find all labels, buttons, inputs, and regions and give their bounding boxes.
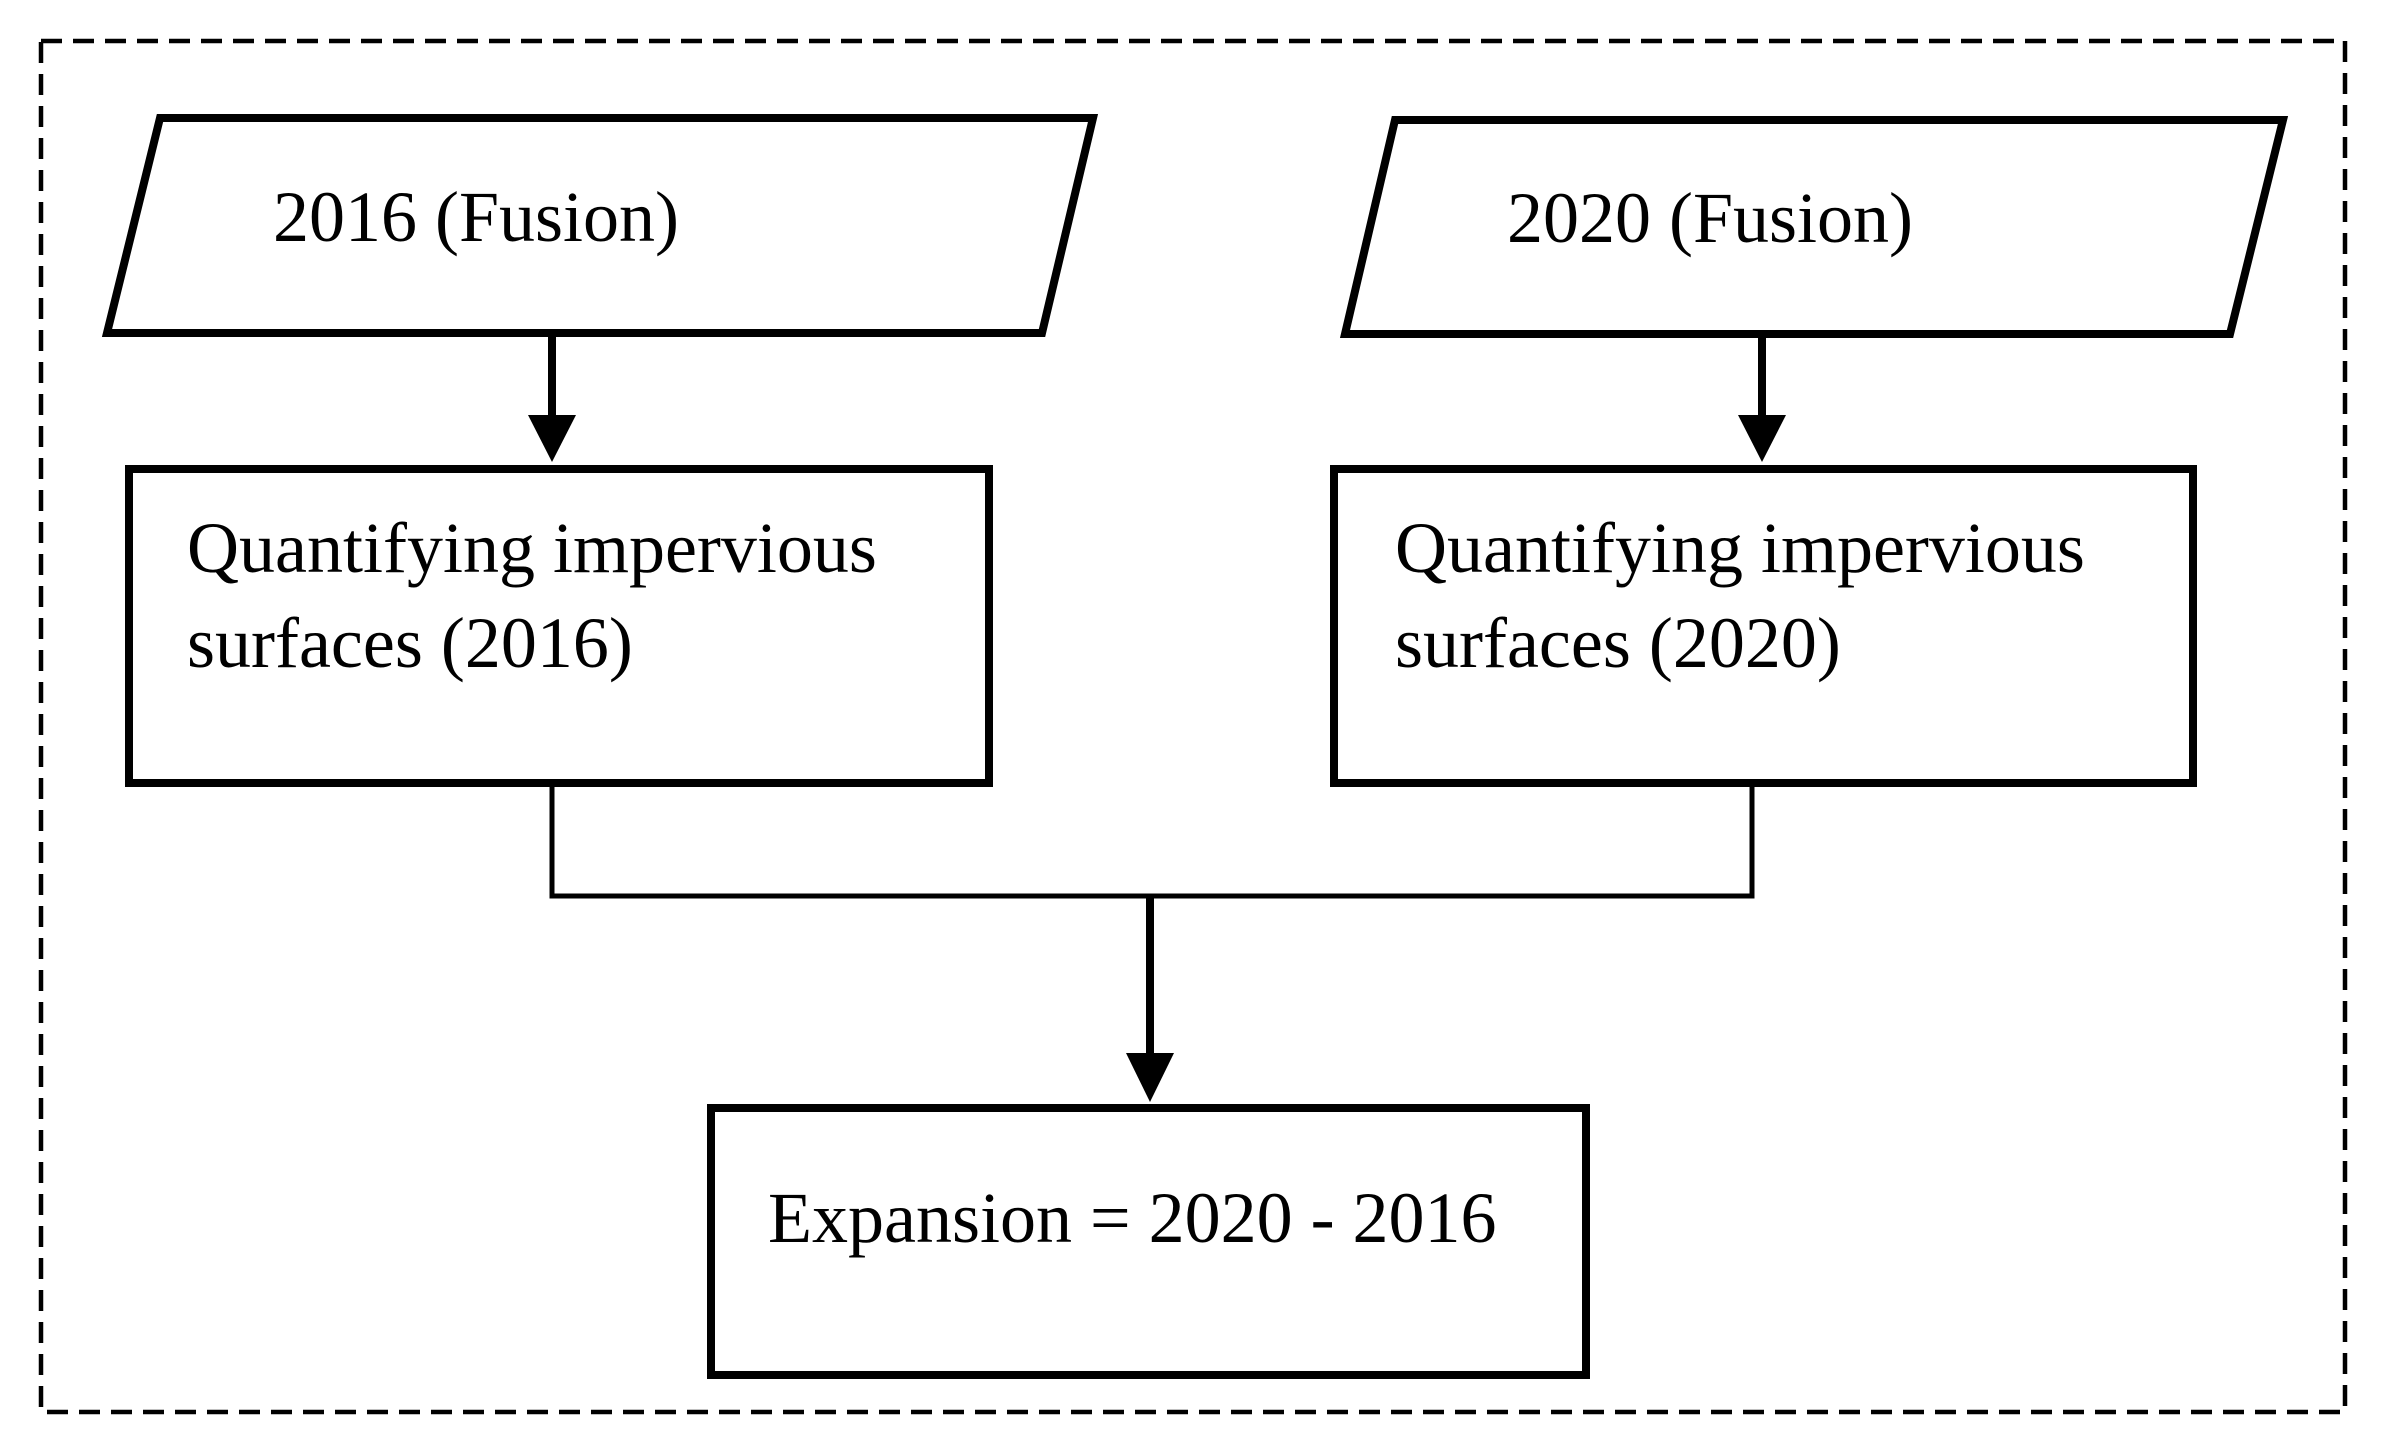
arrow-2016-head-icon	[528, 415, 576, 462]
merge-arrow-head-icon	[1126, 1053, 1174, 1102]
dashed-frame-border	[38, 38, 2348, 1415]
node-process-2016-label: Quantifying impervious surfaces (2016)	[187, 508, 877, 683]
node-output-expansion-shape	[707, 1104, 1590, 1379]
node-input-2016-label: 2016 (Fusion)	[273, 177, 680, 257]
arrow-2020-head-icon	[1738, 415, 1786, 462]
node-process-2020-shape	[1330, 465, 2197, 787]
node-process-2020-label: Quantifying impervious surfaces (2020)	[1395, 508, 2085, 683]
node-input-2020-label: 2020 (Fusion)	[1507, 178, 1914, 258]
node-process-2016-shape	[125, 465, 993, 787]
node-input-2016-shape	[101, 114, 1099, 337]
merge-connector-line	[549, 783, 1755, 899]
node-output-expansion-label: Expansion = 2020 - 2016	[768, 1178, 1497, 1258]
node-input-2020-shape	[1339, 116, 2289, 338]
